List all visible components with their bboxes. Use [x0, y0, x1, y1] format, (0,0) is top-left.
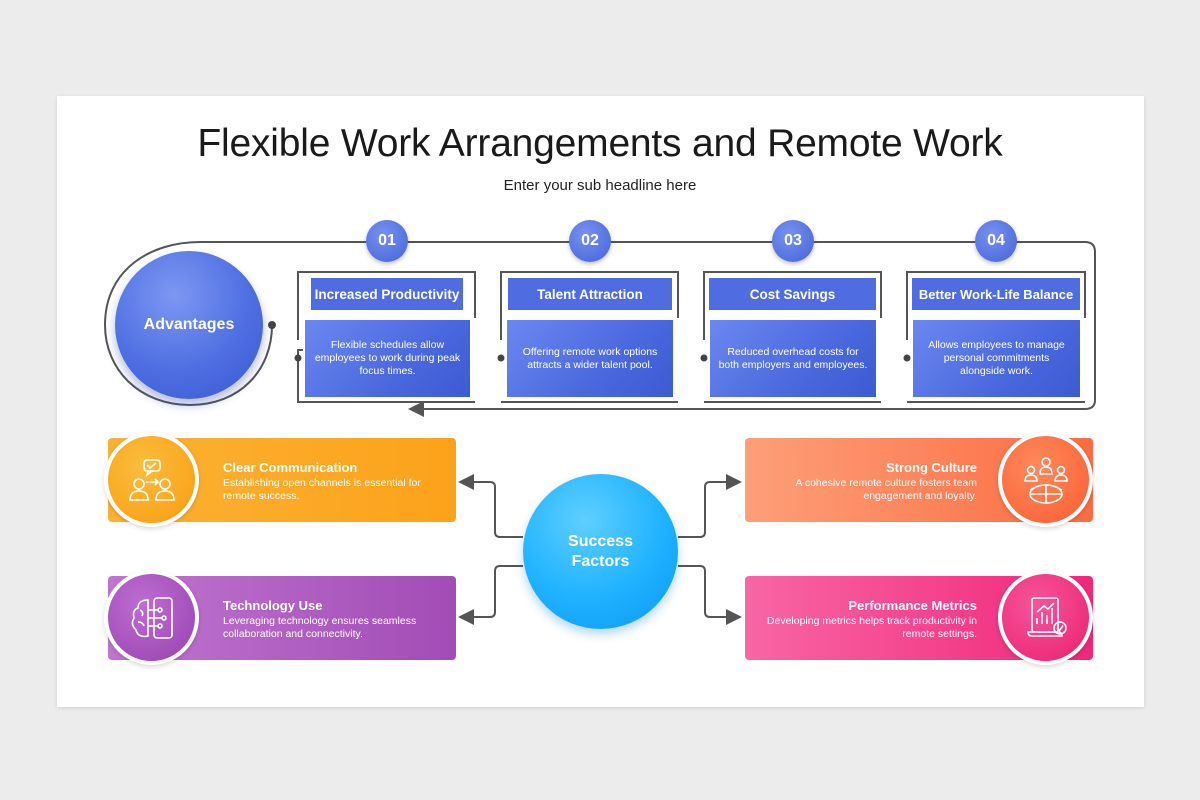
success-label-line1: Success: [568, 532, 633, 550]
team-globe-icon: [1023, 456, 1068, 504]
chart-report-icon: [1026, 596, 1067, 637]
advantage-number-01: 01: [366, 220, 408, 262]
factor-title-communication: Clear Communication: [223, 460, 358, 475]
factor-title-performance: Performance Metrics: [848, 598, 977, 613]
factor-text-performance: Developing metrics helps track productiv…: [766, 615, 977, 640]
factor-icon-circle-performance: [998, 570, 1093, 665]
page-subtitle: Enter your sub headline here: [503, 177, 697, 194]
advantage-title-productivity: Increased Productivity: [311, 278, 463, 310]
factor-title-culture: Strong Culture: [886, 460, 977, 475]
advantage-title-cost: Cost Savings: [709, 278, 876, 310]
advantages-circle: Advantages: [115, 251, 263, 399]
factor-icon-circle-communication: [104, 432, 199, 527]
people-chat-icon: [128, 458, 175, 501]
success-factors-circle: Success Factors: [523, 474, 678, 629]
factor-icon-circle-technology: [104, 570, 199, 665]
advantage-number-02: 02: [569, 220, 611, 262]
factor-text-culture: A cohesive remote culture fosters team e…: [795, 477, 978, 502]
advantage-title-talent: Talent Attraction: [508, 278, 672, 310]
advantages-label: Advantages: [143, 316, 235, 333]
advantages-loop: [103, 241, 1096, 417]
success-label-line2: Factors: [571, 552, 630, 570]
advantage-text-balance: Allows employees to manage personal comm…: [913, 320, 1080, 397]
factor-title-technology: Technology Use: [223, 598, 323, 613]
brain-circuit-icon: [131, 596, 173, 639]
page-title: Flexible Work Arrangements and Remote Wo…: [197, 122, 1003, 165]
advantage-text-productivity: Flexible schedules allow employees to wo…: [305, 320, 470, 397]
factor-text-communication: Establishing open channels is essential …: [223, 477, 421, 502]
factor-icon-circle-culture: [998, 432, 1093, 527]
advantage-text-cost: Reduced overhead costs for both employer…: [710, 320, 876, 397]
advantage-title-balance: Better Work-Life Balance: [912, 278, 1080, 310]
advantage-number-03: 03: [772, 220, 814, 262]
advantage-text-talent: Offering remote work options attracts a …: [507, 320, 673, 397]
factor-text-technology: Leveraging technology ensures seamless c…: [223, 615, 417, 640]
advantage-number-04: 04: [975, 220, 1017, 262]
